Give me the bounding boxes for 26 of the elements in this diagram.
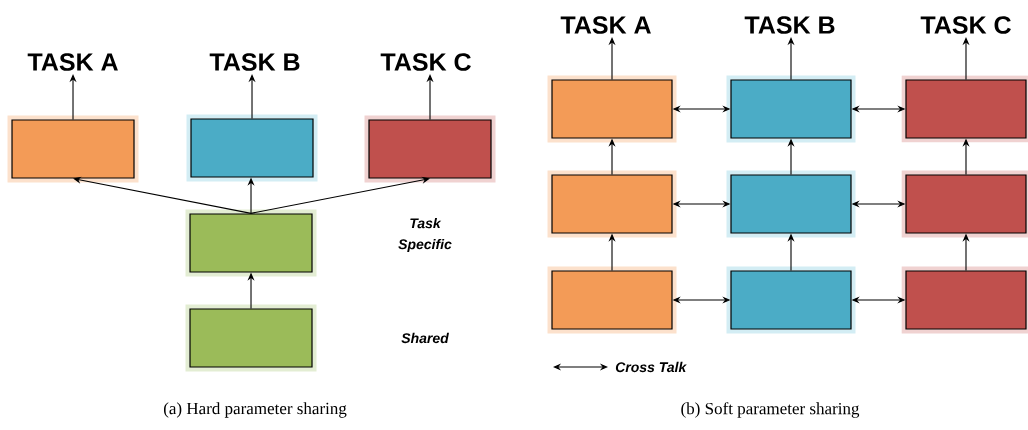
- task-heading: TASK C: [920, 16, 1011, 34]
- layer-label: Shared: [401, 332, 449, 344]
- layer-box: [901, 75, 1028, 143]
- layer-box: [185, 209, 317, 277]
- layer-label: Task Specific: [398, 217, 452, 252]
- layer-box: [186, 114, 318, 182]
- task-heading: TASK A: [27, 53, 118, 71]
- layer-box: [547, 266, 677, 334]
- layer-box: [7, 115, 139, 183]
- task-heading: TASK B: [744, 16, 835, 34]
- layer-box: [726, 266, 856, 334]
- layer-box: [547, 170, 677, 238]
- arrow: [250, 176, 430, 214]
- layer-box: [726, 75, 856, 143]
- layer-box: [901, 266, 1028, 334]
- layer-box: [901, 170, 1028, 238]
- legend-label: Cross Talk: [615, 361, 687, 373]
- layer-box: [364, 115, 496, 183]
- task-heading: TASK B: [209, 53, 300, 71]
- caption: (a) Hard parameter sharing: [163, 402, 347, 418]
- caption: (b) Soft parameter sharing: [681, 402, 860, 418]
- task-heading: TASK A: [560, 16, 651, 34]
- layer-box: [726, 170, 856, 238]
- task-heading: TASK C: [380, 53, 471, 71]
- layer-box: [547, 75, 677, 143]
- layer-box: [185, 304, 317, 372]
